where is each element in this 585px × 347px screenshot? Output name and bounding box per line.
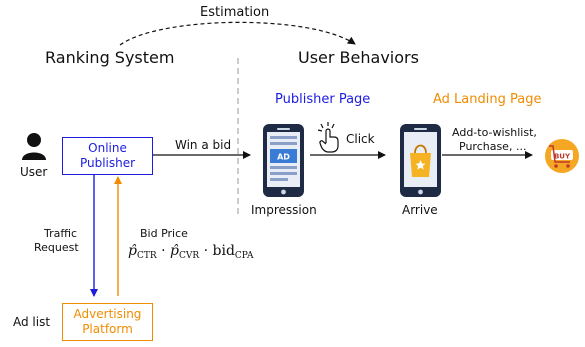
ad-list-label: Ad list bbox=[13, 315, 51, 329]
advertising-platform-line1: Advertising bbox=[73, 307, 142, 321]
estimation-arc bbox=[119, 21, 356, 46]
outcomes-line1: Add-to-wishlist, bbox=[452, 126, 537, 139]
click-label: Click bbox=[346, 132, 375, 146]
online-publisher-line1: Online bbox=[88, 141, 127, 155]
phone-shopping-bag-icon bbox=[400, 124, 441, 197]
user-behaviors-title: User Behaviors bbox=[298, 48, 419, 67]
online-publisher-line2: Publisher bbox=[79, 156, 136, 170]
online-publisher-box: Online Publisher bbox=[62, 137, 153, 175]
phone-ad-label: AD bbox=[277, 153, 290, 162]
user-label: User bbox=[20, 165, 48, 179]
publisher-page-title: Publisher Page bbox=[275, 92, 371, 107]
impression-label: Impression bbox=[251, 203, 317, 217]
formula-cvr-sub: CVR bbox=[178, 251, 200, 261]
arrive-label: Arrive bbox=[402, 203, 438, 217]
formula-ctr-sub: CTR bbox=[136, 251, 157, 261]
phone-ad-icon bbox=[263, 124, 304, 197]
outcomes-line2: Purchase, ... bbox=[459, 140, 527, 153]
traffic-request-line2: Request bbox=[34, 241, 79, 254]
estimation-label: Estimation bbox=[200, 5, 270, 20]
click-hand-icon bbox=[317, 122, 339, 153]
advertising-platform-box: Advertising Platform bbox=[62, 303, 153, 341]
formula-dot-1: · bbox=[161, 243, 166, 259]
ranking-system-title: Ranking System bbox=[45, 48, 175, 67]
bid-price-label: Bid Price bbox=[140, 227, 188, 240]
traffic-request-line1: Traffic bbox=[44, 227, 78, 240]
formula-cpa-sub: CPA bbox=[234, 251, 254, 261]
formula-dot-2: · bbox=[203, 243, 209, 259]
formula-bid: bid bbox=[212, 243, 235, 259]
advertising-platform-line2: Platform bbox=[82, 322, 133, 336]
buy-label: BUY bbox=[554, 153, 571, 161]
bid-price-formula: p̂CTR · p̂CVR · bidCPA bbox=[128, 244, 254, 261]
buy-cart-icon bbox=[545, 139, 579, 173]
win-a-bid-label: Win a bid bbox=[175, 138, 232, 152]
formula-p-cvr: p̂ bbox=[170, 243, 179, 259]
ad-landing-page-title: Ad Landing Page bbox=[433, 92, 542, 107]
user-icon bbox=[22, 133, 46, 160]
formula-p-ctr: p̂ bbox=[128, 243, 137, 259]
